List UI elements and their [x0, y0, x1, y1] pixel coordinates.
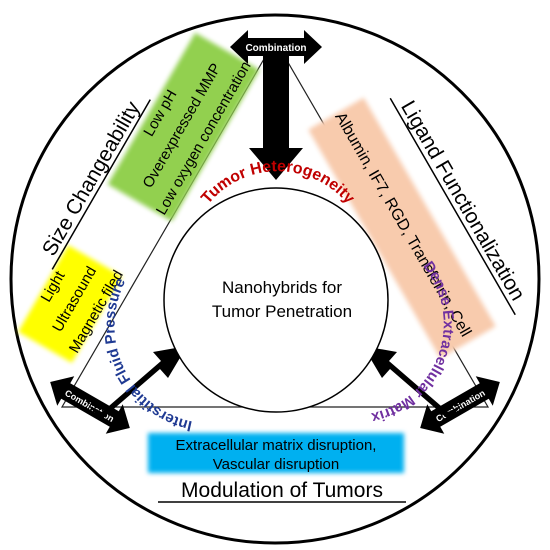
inner-circle	[163, 187, 389, 413]
blue-line-1: Extracellular matrix disruption,	[176, 437, 377, 454]
size-changeability-underline	[51, 99, 151, 270]
outer-circle	[9, 13, 541, 545]
green-box-rect	[107, 32, 260, 222]
top-combination-arrow: Combination	[230, 30, 322, 180]
right-diagonal-arrow	[363, 346, 462, 420]
right-double-arrow	[420, 376, 500, 434]
top-down-arrow	[249, 56, 303, 180]
left-diagonal-arrow	[88, 346, 187, 420]
ligand-underline	[389, 97, 516, 316]
left-double-arrow	[50, 376, 130, 434]
blue-line-2: Vascular disruption	[213, 456, 339, 473]
yellow-box-rect	[18, 245, 122, 363]
center-line-1: Nanohybrids for	[222, 278, 342, 297]
top-combination-label: Combination	[245, 43, 306, 54]
center-line-2: Tumor Penetration	[212, 302, 352, 321]
top-double-arrow	[230, 30, 322, 64]
modulation-label: Modulation of Tumors	[181, 479, 383, 502]
blue-box-rect	[148, 433, 404, 473]
orange-box-rect	[308, 97, 496, 359]
